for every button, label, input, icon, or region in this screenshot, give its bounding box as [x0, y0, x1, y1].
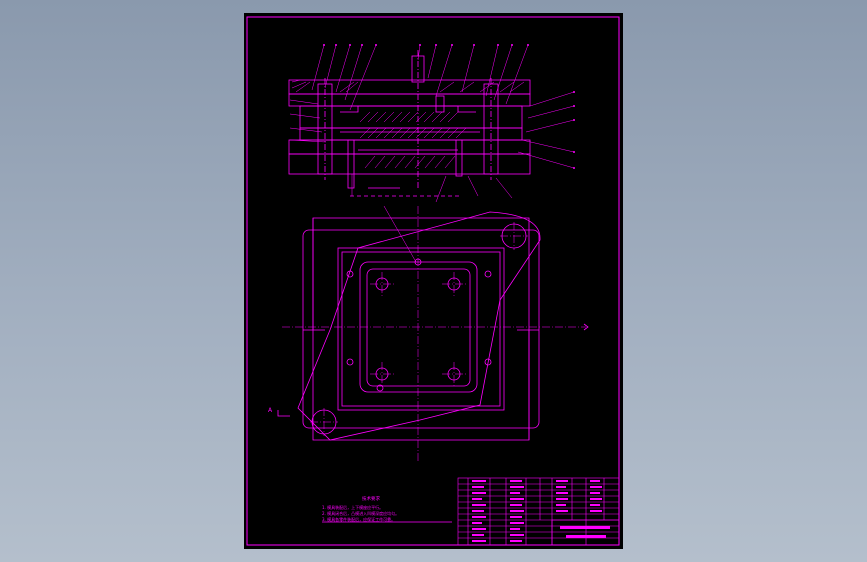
- plan-view: [297, 211, 541, 441]
- drawing-sheet: A 技术要求 1. 模具装配后，上下模座应平行。 2. 模具闭合后，凸模进入凹模…: [244, 13, 623, 549]
- note-line: 1. 模具装配后，上下模座应平行。: [322, 504, 383, 510]
- section-marker-label: A: [268, 407, 273, 414]
- leader-top-hole: [383, 205, 417, 263]
- title-block-text-marks: [472, 480, 610, 542]
- note-line: 2. 模具闭合后，凸模进入凹模深度应均匀。: [322, 510, 399, 516]
- center-lines: [282, 206, 586, 462]
- notes-title: 技术要求: [362, 495, 380, 502]
- sheet-border: [246, 16, 620, 546]
- note-line: 3. 模具各零件装配后，应保证工作可靠。: [322, 516, 395, 522]
- part-balloon-dots: [323, 44, 575, 169]
- mold-assembly-drawing: A 技术要求 1. 模具装配后，上下模座应平行。 2. 模具闭合后，凸模进入凹模…: [246, 16, 620, 546]
- section-view: [288, 50, 531, 197]
- title-block: [457, 477, 620, 546]
- technical-notes: 技术要求 1. 模具装配后，上下模座应平行。 2. 模具闭合后，凸模进入凹模深度…: [322, 495, 452, 523]
- part-leaders: [289, 44, 575, 203]
- section-markers: [277, 323, 589, 417]
